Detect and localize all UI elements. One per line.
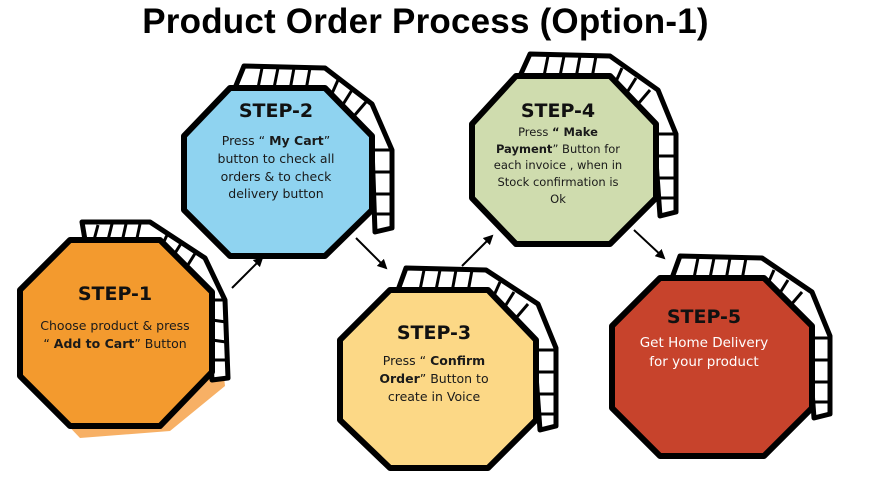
diagram-title: Product Order Process (Option-1) [142, 2, 709, 41]
step-4-octagon [469, 51, 679, 247]
arrow-step2-to-step3 [355, 237, 388, 270]
step-1-label: STEP-1 [77, 283, 153, 305]
step-5-text: STEP-5 Get Home Delivery for your produc… [629, 306, 779, 372]
step-3-label: STEP-3 [396, 322, 472, 344]
step-5-octagon [609, 253, 833, 459]
step-2-description: Press “ My Cart” button to check all ord… [217, 133, 335, 202]
step-3-text: STEP-3 Press “ Confirm Order” Button to … [360, 322, 508, 405]
step-2-label: STEP-2 [238, 100, 314, 122]
step-1-text: STEP-1 Choose product & press “ Add to C… [40, 283, 190, 353]
step-4-description: Press “ Make Payment” Button for each in… [493, 125, 623, 206]
step-5-description: Get Home Delivery for your product [639, 335, 769, 371]
step-1-octagon [17, 219, 231, 438]
step-4-label: STEP-4 [520, 100, 596, 122]
step-3-description: Press “ Confirm Order” Button to create … [379, 353, 489, 404]
arrow-step3-to-step4 [461, 234, 494, 267]
step-5-label: STEP-5 [666, 306, 742, 328]
arrow-step1-to-step2 [231, 256, 264, 289]
step-2-text: STEP-2 Press “ My Cart” button to check … [206, 100, 346, 203]
step-2-octagon [181, 63, 395, 259]
arrow-step4-to-step5 [633, 229, 666, 260]
step-1-description: Choose product & press “ Add to Cart” Bu… [40, 318, 190, 351]
step-3-octagon [337, 265, 559, 471]
step-4-text: STEP-4 Press “ Make Payment” Button for … [488, 100, 628, 207]
